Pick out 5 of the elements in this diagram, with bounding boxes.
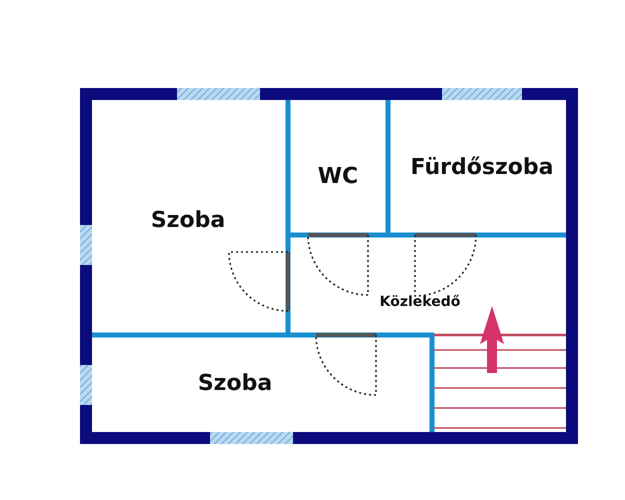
room-label: Szoba [198, 373, 272, 395]
room-label: Fürdőszoba [410, 157, 554, 179]
room-label: Közlekedő [380, 295, 460, 309]
room-label: WC [318, 166, 358, 188]
room-label: Szoba [150, 210, 226, 232]
